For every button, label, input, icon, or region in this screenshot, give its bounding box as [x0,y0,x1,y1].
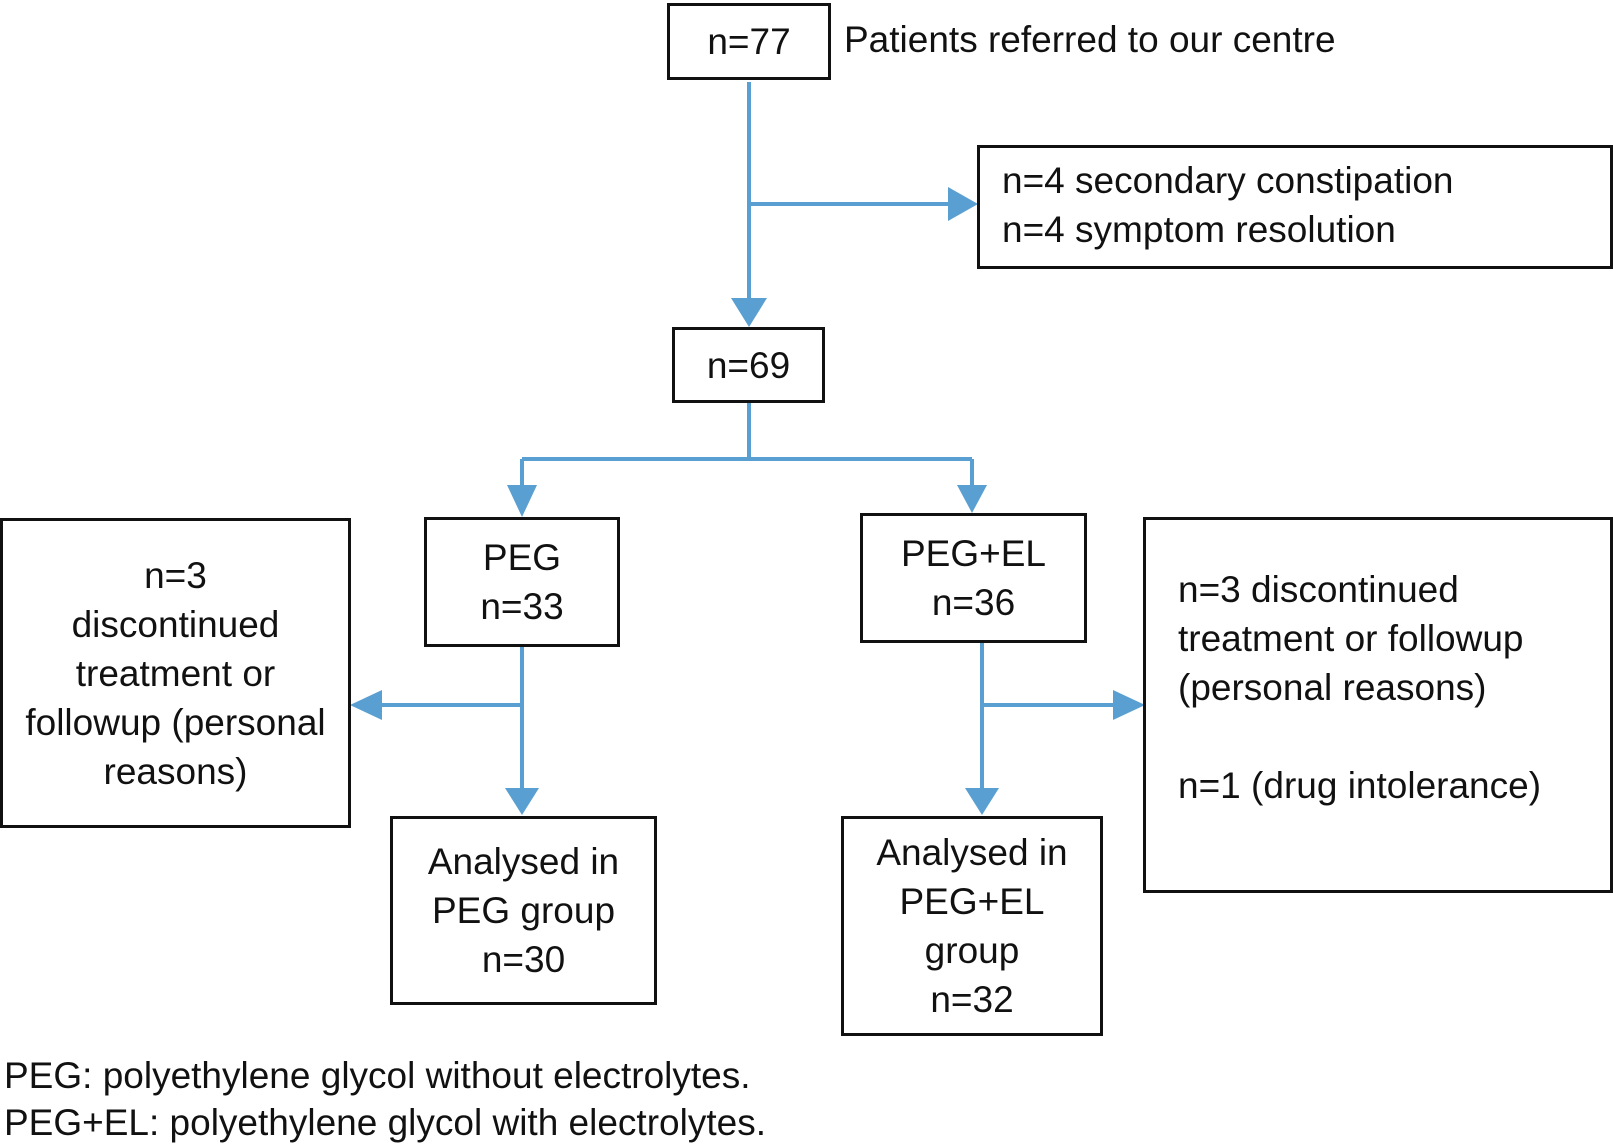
peg-el-analysed-box: Analysed in PEG+EL group n=32 [841,816,1103,1036]
peg-dropout-line: treatment or [75,652,276,694]
peg-dropout-line: n=3 [144,554,207,596]
arrowhead-peg-el [957,485,987,513]
excluded-line: n=4 secondary constipation [1002,160,1454,201]
referred-count: n=77 [707,21,791,62]
arrowhead-peg-el-analysed [965,788,999,815]
peg-el-analysed-line: Analysed in [876,832,1068,873]
peg-el-name: PEG+EL [900,533,1046,574]
peg-dropout-box: n=3 discontinued treatment or followup (… [0,518,351,828]
peg-dropout-line: followup (personal [25,701,326,743]
excluded-line: n=4 symptom resolution [1002,209,1396,250]
spacer [1178,712,1610,761]
peg-dropout-line: reasons) [103,750,248,792]
peg-analysed-line: PEG group [431,890,616,931]
peg-el-dropout-box: n=3 discontinued treatment or followup (… [1143,517,1613,893]
peg-el-dropout-line: n=1 (drug intolerance) [1178,765,1542,806]
footnote-peg: PEG: polyethylene glycol without electro… [4,1055,751,1096]
peg-el-dropout-line: treatment or followup [1178,618,1524,659]
peg-allocation-box: PEG n=33 [424,517,620,647]
peg-dropout-line: discontinued [71,603,280,645]
peg-analysed-line: Analysed in [427,841,620,882]
peg-el-dropout-line: (personal reasons) [1178,667,1487,708]
arrowhead-randomised [731,298,767,327]
peg-analysed-box: Analysed in PEG group n=30 [390,816,657,1005]
footnotes: PEG: polyethylene glycol without electro… [4,1052,766,1146]
arrowhead-peg-el-dropout [1113,690,1145,720]
arrowhead-peg-analysed [505,788,539,815]
footnote-peg-el: PEG+EL: polyethylene glycol with electro… [4,1102,766,1143]
peg-analysed-line: n=30 [481,939,566,980]
peg-el-allocation-box: PEG+EL n=36 [860,513,1087,643]
peg-el-dropout-line: n=3 discontinued [1178,569,1459,610]
referred-count-box: n=77 [667,3,831,80]
peg-el-count: n=36 [931,582,1016,623]
peg-count: n=33 [480,586,564,627]
arrowhead-peg-dropout [350,690,382,720]
randomised-count: n=69 [706,344,791,386]
randomised-count-box: n=69 [672,327,825,403]
arrowhead-peg [507,485,537,517]
excluded-box: n=4 secondary constipation n=4 symptom r… [977,145,1613,269]
peg-name: PEG [482,537,562,578]
referred-label: Patients referred to our centre [844,19,1336,60]
peg-el-analysed-line: n=32 [930,979,1014,1020]
arrowhead-excluded [948,187,978,221]
peg-el-analysed-line: group [924,930,1020,971]
peg-el-analysed-line: PEG+EL [899,881,1045,922]
